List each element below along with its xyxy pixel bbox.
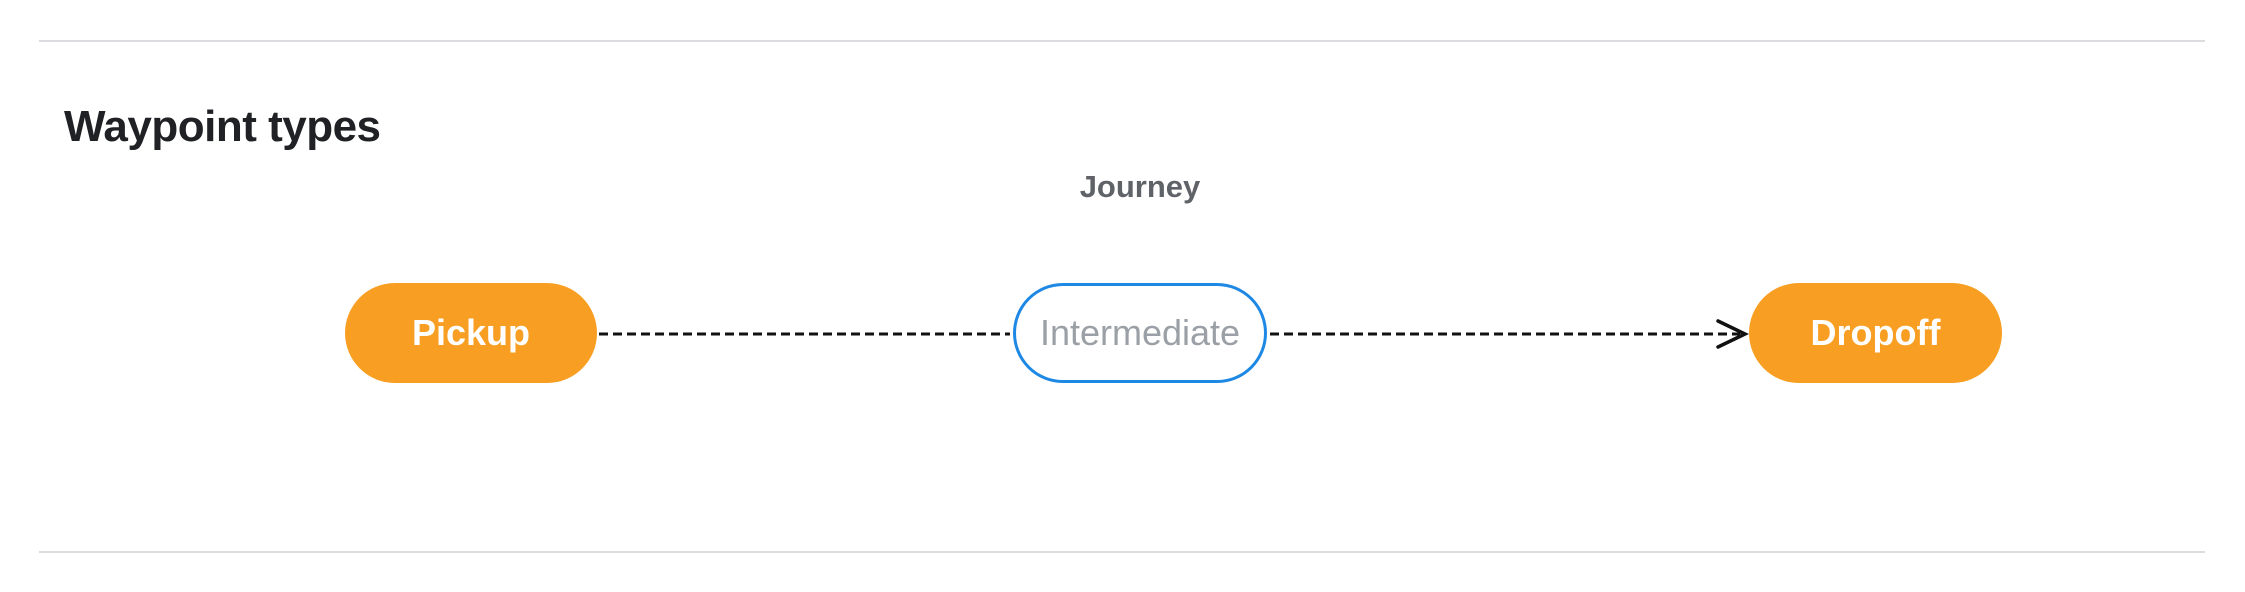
node-pickup-label: Pickup — [411, 312, 531, 353]
node-dropoff-label: Dropoff — [1810, 312, 1941, 353]
node-intermediate: Intermediate — [1013, 283, 1267, 383]
section-title: Waypoint types — [64, 102, 381, 151]
node-dropoff: Dropoff — [1749, 283, 2002, 383]
top-divider — [39, 40, 2205, 42]
bottom-divider — [39, 551, 2205, 553]
journey-label: Journey — [1079, 169, 1201, 204]
arrowhead-icon — [1716, 319, 1750, 349]
node-pickup: Pickup — [345, 283, 597, 383]
node-intermediate-label: Intermediate — [1039, 312, 1241, 353]
